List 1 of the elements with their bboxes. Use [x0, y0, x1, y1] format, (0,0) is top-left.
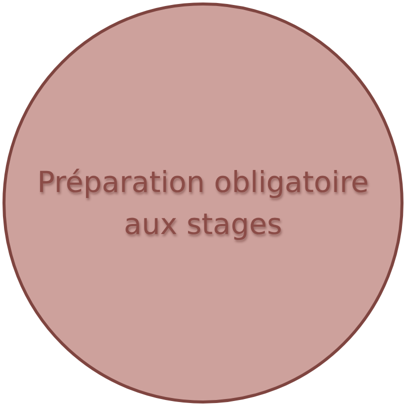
node-label: Préparation obligatoire aux stages [36, 164, 370, 243]
